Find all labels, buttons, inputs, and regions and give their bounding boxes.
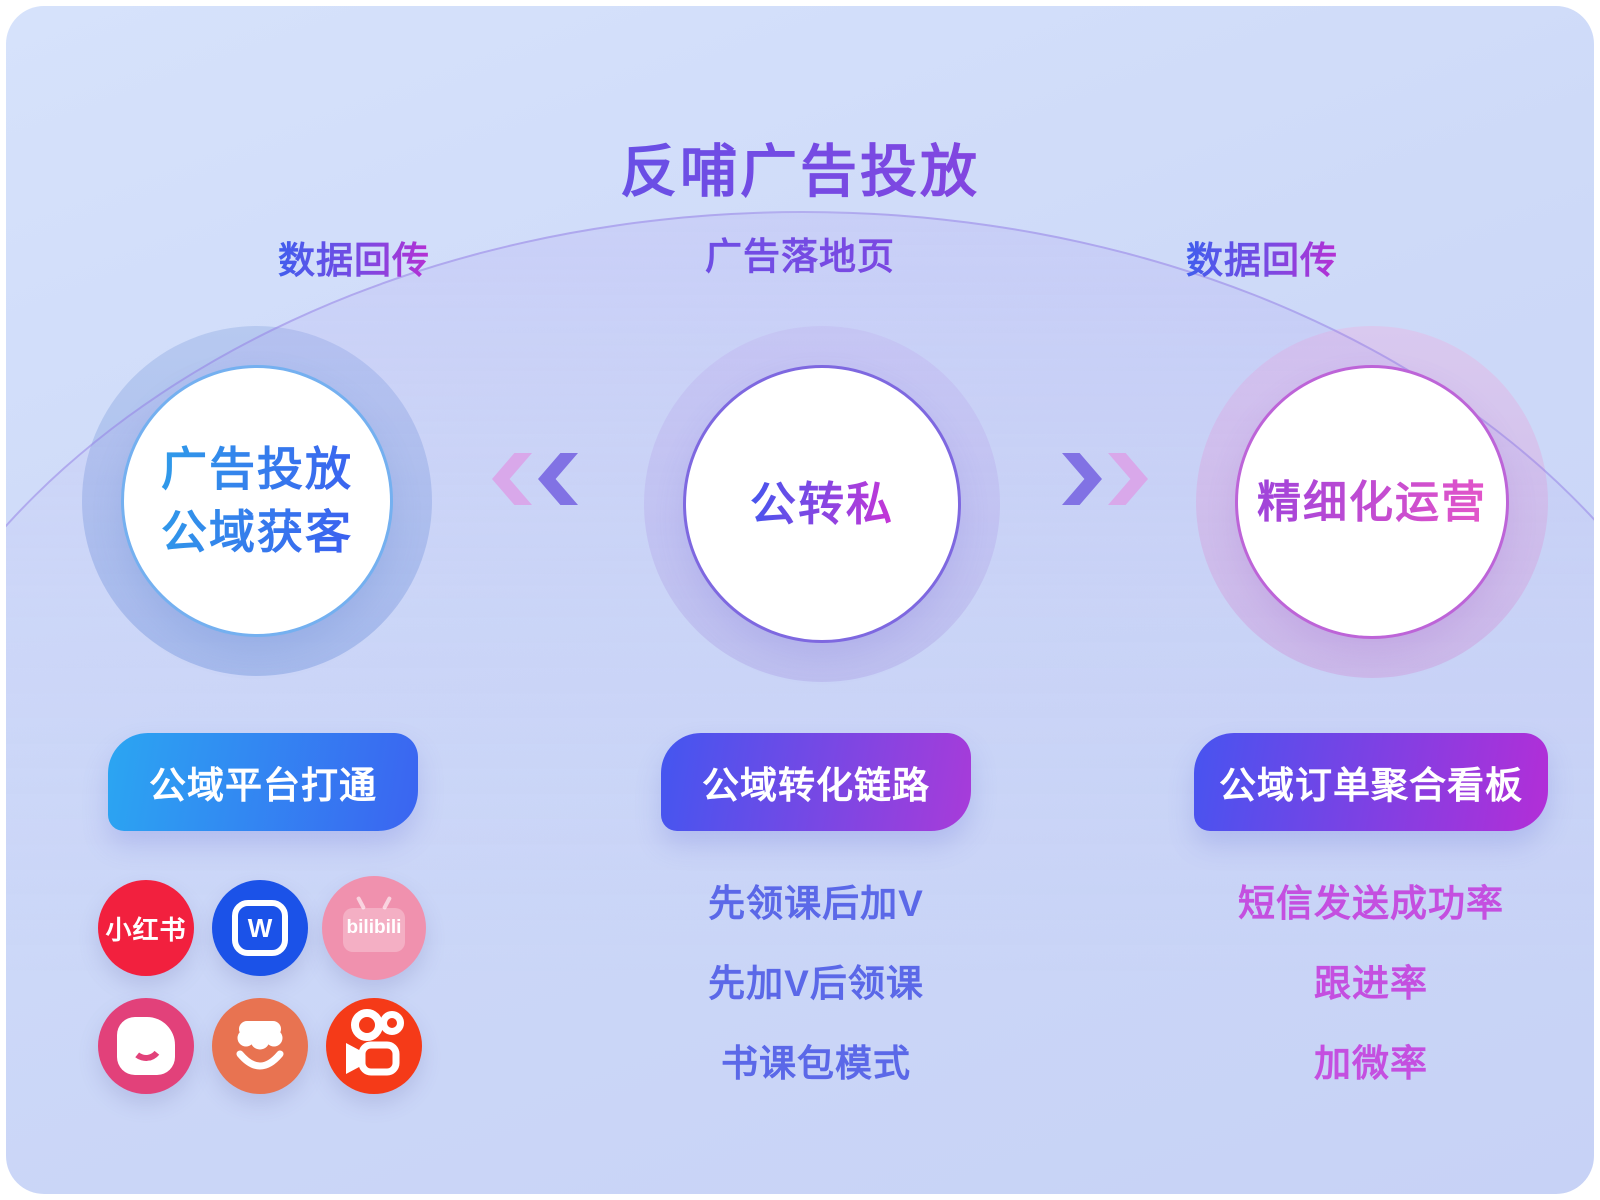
chevron-right-icon bbox=[1108, 453, 1148, 505]
w-app-icon: W bbox=[212, 880, 308, 976]
pill-public-platforms: 公域平台打通 bbox=[108, 733, 418, 831]
xiaohongshu-label: 小红书 bbox=[105, 914, 187, 945]
pill-center-label: 公域转化链路 bbox=[702, 765, 930, 806]
node-left-line1: 广告投放 bbox=[161, 443, 353, 495]
pill-left-label: 公域平台打通 bbox=[149, 765, 377, 806]
tv-icon bbox=[343, 908, 405, 952]
chevron-left-icon bbox=[538, 453, 578, 505]
list-item: 加微率 bbox=[1314, 1043, 1428, 1084]
smile-badge-icon bbox=[117, 1017, 175, 1075]
chevron-right-icon bbox=[1062, 453, 1102, 505]
conversion-path-list: 先领课后加V 先加V后领课 书课包模式 bbox=[616, 882, 1016, 1086]
page-title: 反哺广告投放 bbox=[6, 126, 1594, 208]
metrics-list: 短信发送成功率 跟进率 加微率 bbox=[1171, 882, 1571, 1086]
kuaishou-icon bbox=[326, 998, 422, 1094]
list-item: 短信发送成功率 bbox=[1238, 883, 1504, 924]
chevron-left-icon bbox=[492, 453, 532, 505]
node-left-line2: 公域获客 bbox=[161, 506, 353, 558]
bilibili-icon: bilibili bbox=[322, 876, 426, 980]
pill-order-dashboard: 公域订单聚合看板 bbox=[1194, 733, 1548, 831]
pill-conversion-chain: 公域转化链路 bbox=[661, 733, 971, 831]
double-chevron-left-icon bbox=[492, 453, 578, 505]
list-item: 跟进率 bbox=[1314, 963, 1428, 1004]
arc-label-left: 数据回传 bbox=[278, 230, 430, 284]
node-left-label: 广告投放 公域获客 bbox=[161, 438, 353, 564]
infographic-card: 反哺广告投放 数据回传 广告落地页 数据回传 广告投放 公域获客 公转私 精细化… bbox=[6, 6, 1594, 1194]
node-circle-left: 广告投放 公域获客 bbox=[121, 365, 393, 637]
storefront-smile-icon bbox=[236, 1021, 284, 1070]
pill-right-label: 公域订单聚合看板 bbox=[1219, 765, 1523, 806]
double-chevron-right-icon bbox=[1062, 453, 1148, 505]
youzan-icon bbox=[212, 998, 308, 1094]
node-right-label: 精细化运营 bbox=[1257, 471, 1487, 534]
weidian-icon bbox=[98, 998, 194, 1094]
node-circle-center: 公转私 bbox=[683, 365, 961, 643]
list-item: 先领课后加V bbox=[708, 883, 924, 924]
bilibili-label: bilibili bbox=[346, 917, 402, 938]
xiaohongshu-icon: 小红书 bbox=[98, 880, 194, 976]
node-circle-right: 精细化运营 bbox=[1235, 365, 1509, 639]
video-camera-icon bbox=[346, 1009, 404, 1076]
smile-icon bbox=[127, 1025, 165, 1063]
node-center-label: 公转私 bbox=[750, 473, 894, 536]
list-item: 先加V后领课 bbox=[708, 963, 924, 1004]
list-item: 书课包模式 bbox=[721, 1043, 911, 1084]
w-logo-icon: W bbox=[232, 900, 288, 956]
arc-label-right: 数据回传 bbox=[1186, 230, 1338, 284]
arc-label-center: 广告落地页 bbox=[6, 226, 1594, 280]
